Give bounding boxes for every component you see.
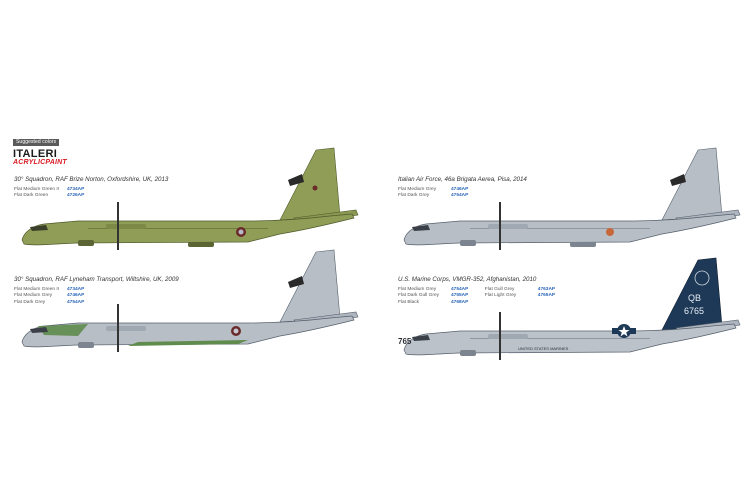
scheme-caption-2: Italian Air Force, 46a Brigata Aerea, Pi… bbox=[398, 176, 527, 205]
suggested-colors-label: Suggested colors bbox=[13, 139, 60, 146]
italeri-logo: ITALERI bbox=[13, 148, 58, 160]
italeri-brand-block: Suggested colors ITALERI ACRYLICPAINT bbox=[13, 130, 73, 167]
scheme-caption-4: U.S. Marine Corps, VMGR-352, Afghanistan… bbox=[398, 276, 567, 306]
scheme-title: Italian Air Force, 46a Brigata Aerea, Pi… bbox=[398, 176, 527, 183]
scheme-caption-3: 30° Squadron, RAF Lyneham Transport, Wil… bbox=[14, 276, 179, 306]
usmc-nose-number: 765 bbox=[398, 337, 412, 346]
usmc-tail-code: QB bbox=[688, 293, 701, 303]
acrylic-paint-logo: ACRYLICPAINT bbox=[13, 159, 67, 166]
scheme-title: 30° Squadron, RAF Lyneham Transport, Wil… bbox=[14, 276, 179, 283]
usmc-fuselage-title: UNITED STATES MARINES bbox=[518, 346, 569, 351]
usmc-tail-number: 6765 bbox=[684, 306, 704, 316]
scheme-title: U.S. Marine Corps, VMGR-352, Afghanistan… bbox=[398, 276, 537, 283]
aircraft-profile-usmc: QB 6765 765 UNITED STATES MARINES bbox=[398, 257, 741, 360]
scheme-title: 30° Squadron, RAF Brize Norton, Oxfordsh… bbox=[14, 176, 169, 183]
scheme-caption-1: 30° Squadron, RAF Brize Norton, Oxfordsh… bbox=[14, 176, 168, 205]
